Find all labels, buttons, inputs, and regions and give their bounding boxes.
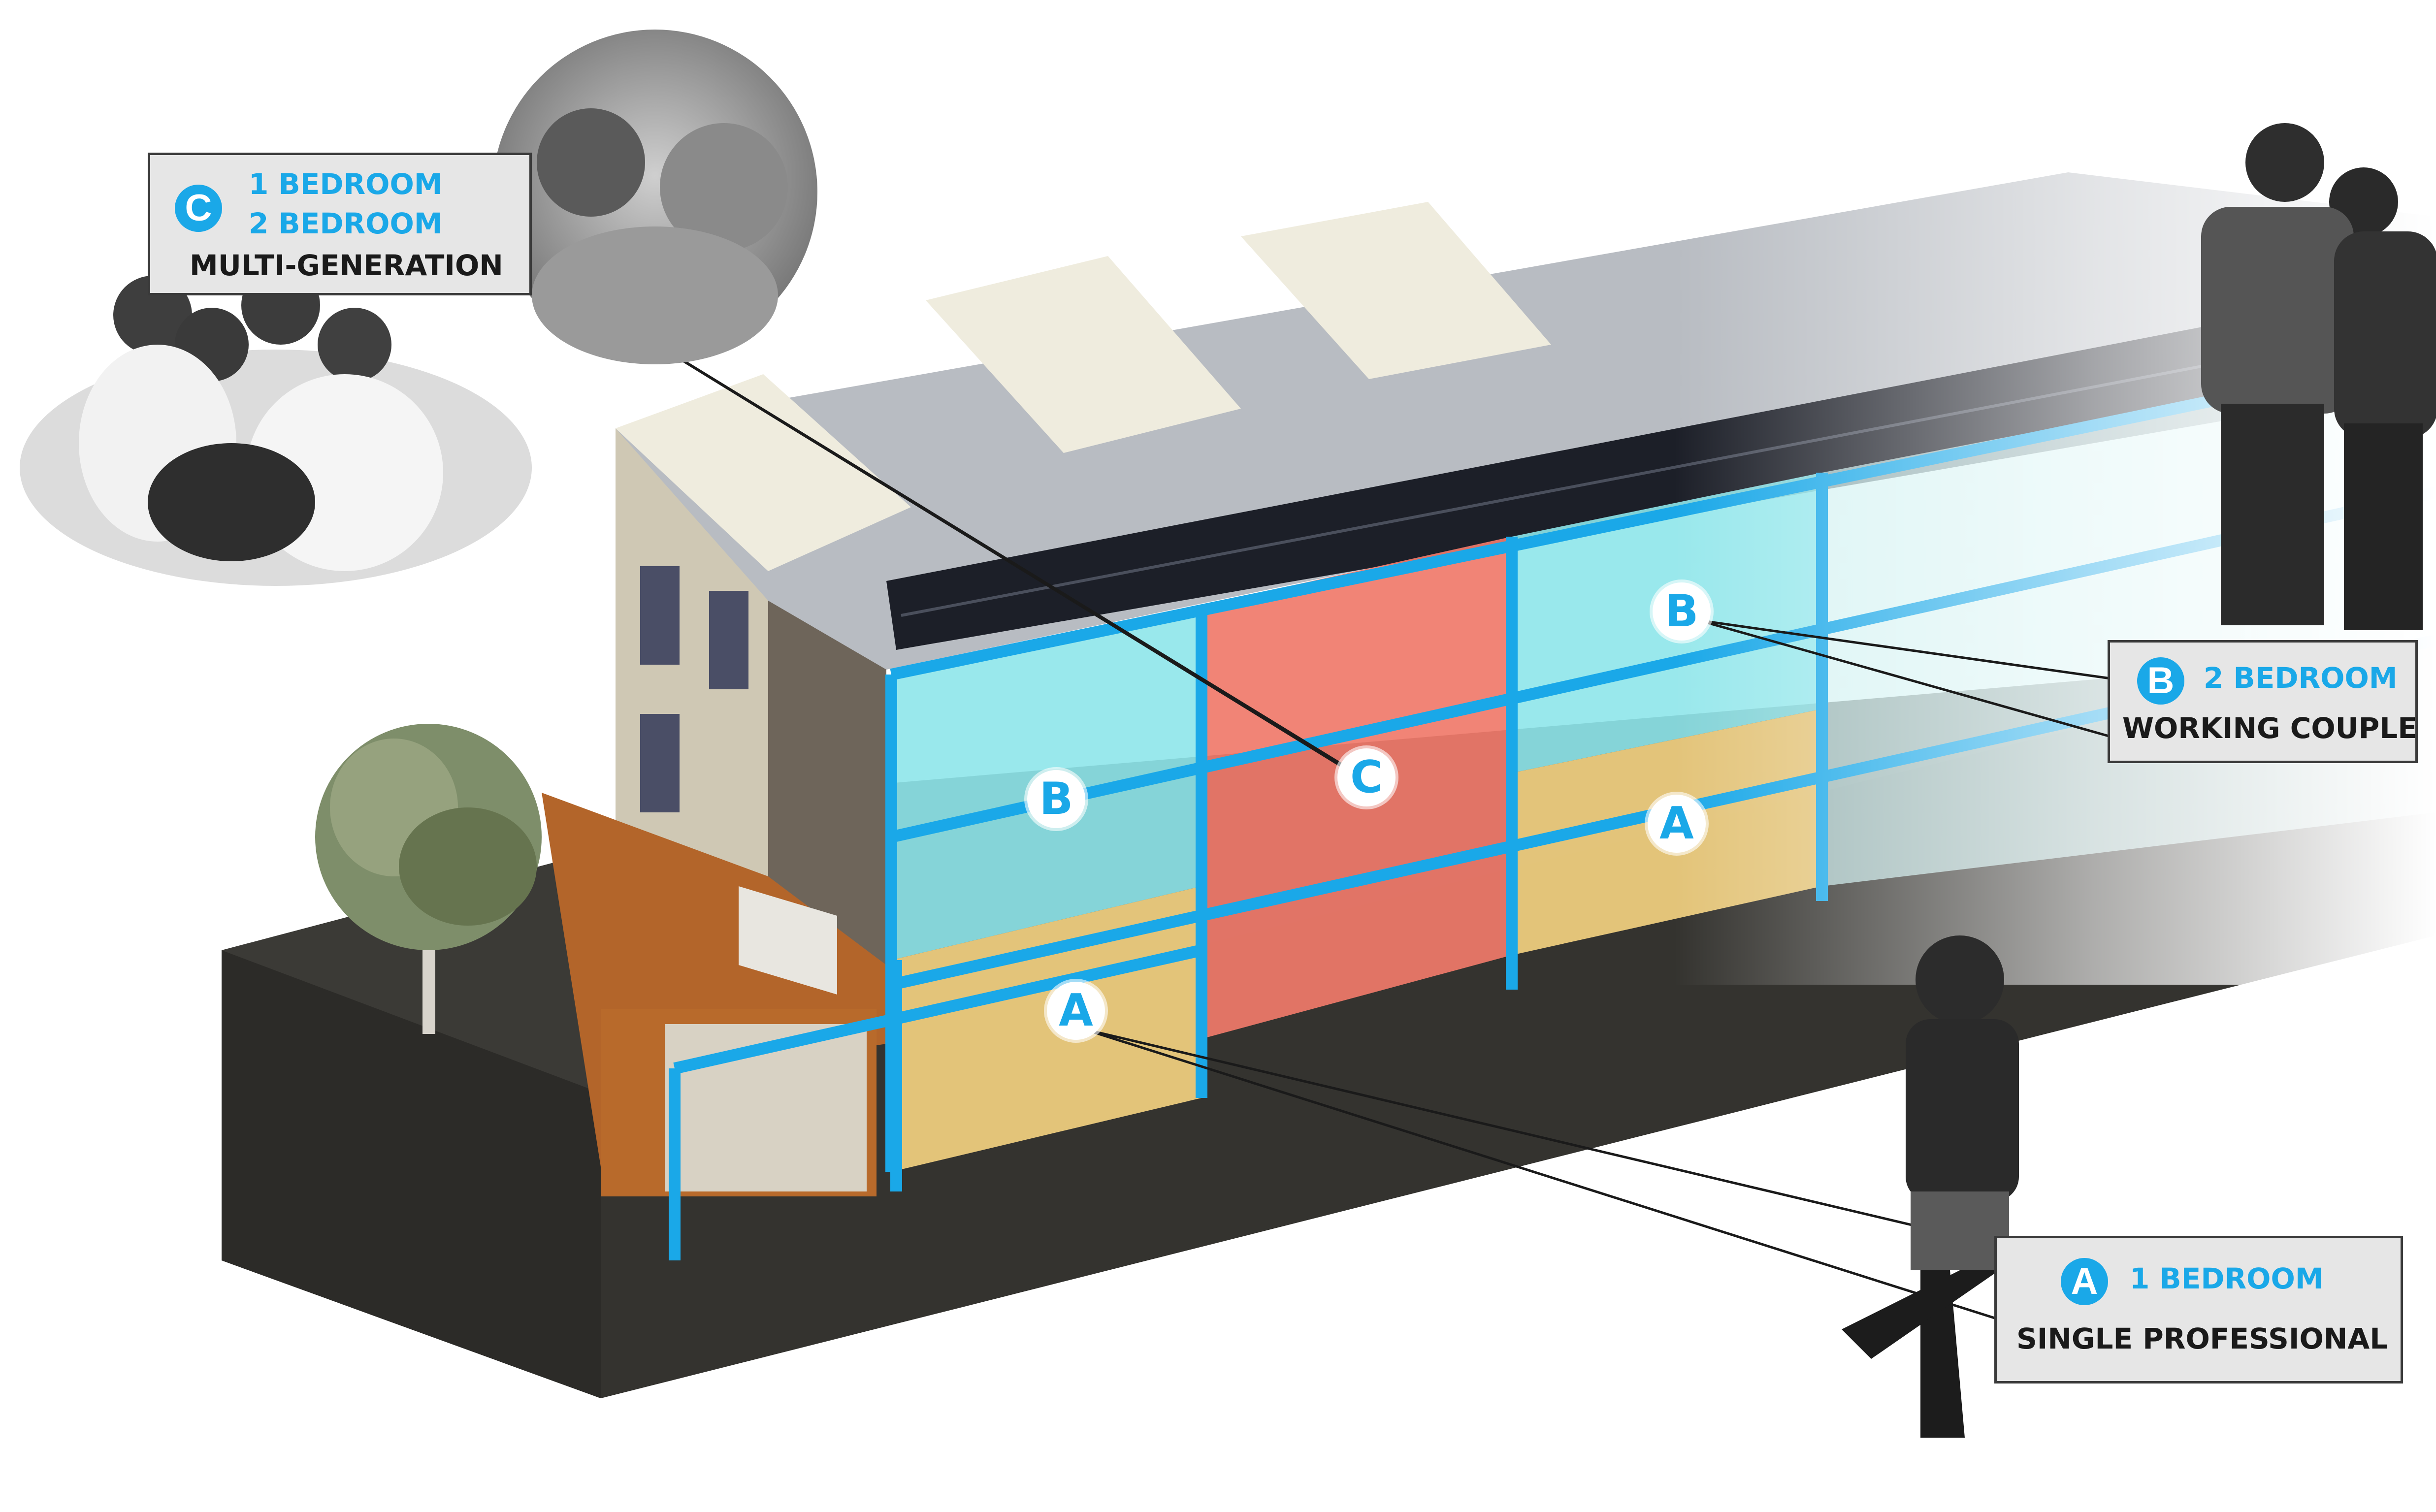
callout-b-line1: 2 BEDROOM: [2204, 661, 2398, 695]
callout-c: C 1 BEDROOM 2 BEDROOM MULTI-GENERATION: [148, 153, 532, 295]
family-of-four-photo: [20, 266, 532, 586]
unit-tag-a-left: A: [1047, 982, 1105, 1040]
callout-c-line2: 2 BEDROOM: [249, 207, 443, 240]
callout-c-letter: C: [175, 185, 222, 232]
callout-b-line2: WORKING COUPLE: [2122, 711, 2417, 745]
callout-a-line2: SINGLE PROFESSIONAL: [2016, 1322, 2388, 1355]
callout-a: A 1 BEDROOM SINGLE PROFESSIONAL: [1994, 1236, 2403, 1383]
single-woman-photo: [1842, 935, 2019, 1438]
callout-a-line1: 1 BEDROOM: [2130, 1262, 2324, 1295]
callout-c-line3: MULTI-GENERATION: [190, 249, 503, 282]
unit-tag-b-right: B: [1653, 582, 1711, 641]
unit-tag-c: C: [1337, 748, 1396, 806]
callout-c-line1: 1 BEDROOM: [249, 167, 443, 201]
unit-tag-b-left: B: [1027, 770, 1085, 828]
callout-b: B 2 BEDROOM WORKING COUPLE: [2108, 640, 2418, 763]
grandmother-and-child-photo: [492, 30, 817, 364]
couple-photo: [2201, 123, 2436, 630]
callout-b-letter: B: [2137, 657, 2184, 705]
callout-a-letter: A: [2061, 1258, 2108, 1305]
tree: [315, 724, 542, 1034]
unit-tag-a-right: A: [1648, 795, 1706, 853]
